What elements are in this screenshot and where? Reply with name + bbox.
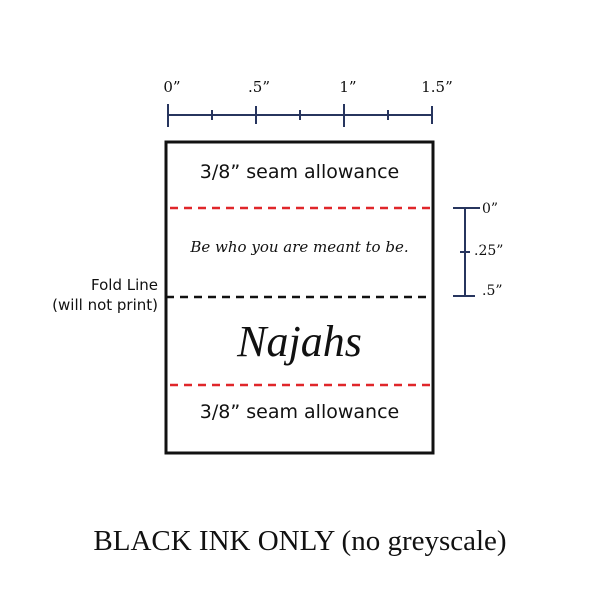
ruler-label-half: .5” bbox=[248, 78, 270, 96]
seam-allowance-top: 3/8” seam allowance bbox=[199, 161, 400, 183]
ruler-label-1-5: 1.5” bbox=[421, 78, 453, 96]
fold-line-label: Fold Line (will not print) bbox=[18, 275, 158, 315]
brand-name: Najahs bbox=[237, 317, 362, 366]
ruler-label-1: 1” bbox=[339, 78, 357, 96]
ruler-label-0: 0” bbox=[163, 78, 181, 96]
horizontal-ruler bbox=[167, 104, 433, 127]
side-label-0: 0” bbox=[482, 201, 499, 217]
vertical-ruler bbox=[453, 207, 480, 297]
quote-text: Be who you are meant to be. bbox=[190, 238, 409, 256]
side-label-quarter: .25” bbox=[474, 243, 504, 259]
seam-allowance-bottom: 3/8” seam allowance bbox=[199, 401, 400, 423]
footer-note: BLACK INK ONLY (no greyscale) bbox=[93, 525, 507, 557]
fold-line-title: Fold Line bbox=[91, 276, 158, 294]
fold-line-note: (will not print) bbox=[52, 296, 158, 314]
side-label-half: .5” bbox=[482, 283, 503, 299]
